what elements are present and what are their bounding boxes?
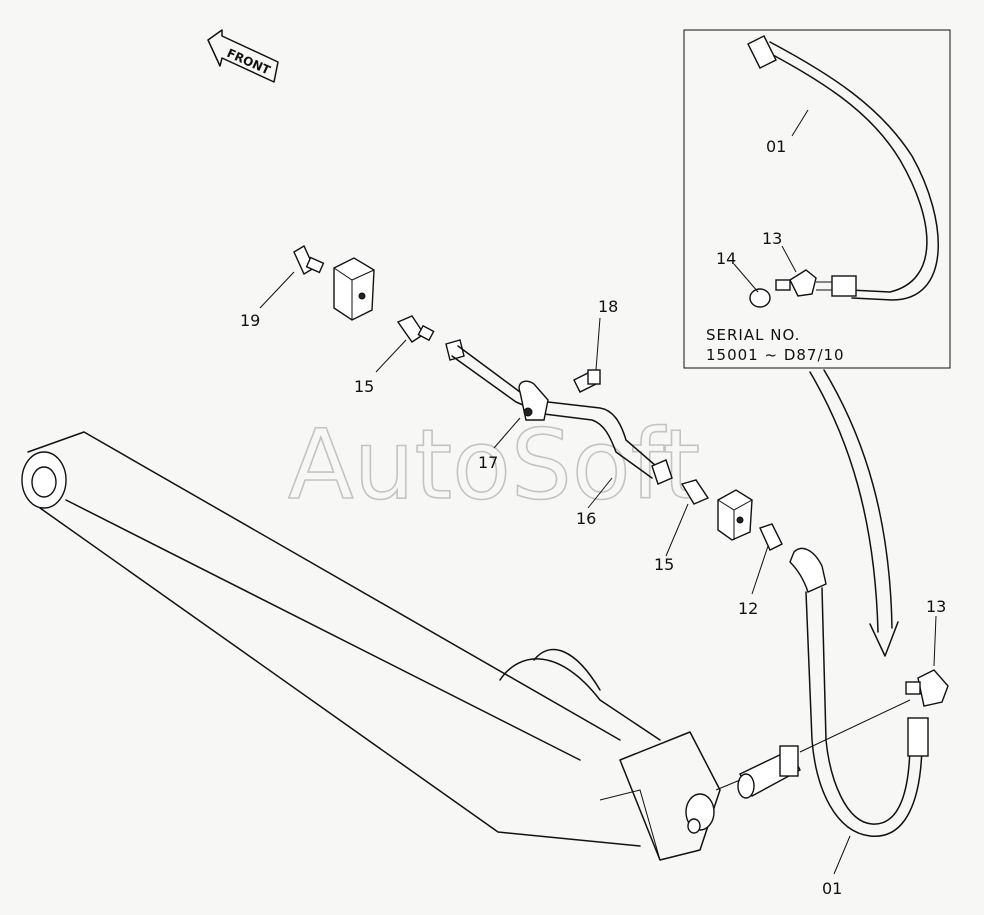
block-lower: [717, 489, 753, 541]
callout-19: 19: [240, 311, 260, 330]
callout-14: 14: [716, 249, 736, 268]
front-arrow: FRONT: [207, 29, 279, 83]
callout-12: 12: [738, 599, 758, 618]
inset-box: 01 13 14 SERIAL NO. 15001 ~ D87/10: [683, 29, 951, 369]
block-upper: [333, 257, 375, 321]
callout-17: 17: [478, 453, 498, 472]
inset-hose-fitting: [831, 275, 857, 297]
hose-01-elbow: [789, 547, 827, 593]
serial-line-1: SERIAL NO.: [706, 326, 800, 344]
serial-line-2: 15001 ~ D87/10: [706, 346, 845, 364]
inset-cap-14: [749, 288, 771, 308]
callout-13-main: 13: [926, 597, 946, 616]
watermark: AutoSoft: [288, 409, 700, 521]
front-arrow-label: FRONT: [225, 46, 273, 78]
reference-arrow: [809, 369, 899, 657]
callout-01-main: 01: [822, 879, 842, 898]
tube-assembly: [293, 244, 949, 837]
callout-15-upper: 15: [354, 377, 374, 396]
fitting-15-upper: [396, 315, 425, 343]
fitting-15-lower: [680, 479, 710, 505]
callout-16: 16: [576, 509, 596, 528]
hose-01-end: [907, 717, 929, 757]
leader-lines: [259, 271, 937, 875]
boom-arm: [21, 431, 721, 861]
callout-13-inset: 13: [762, 229, 782, 248]
fitting-12: [759, 523, 783, 551]
callout-18: 18: [598, 297, 618, 316]
inset-hose-end-fitting: [747, 35, 777, 69]
inset-elbow-13: [789, 269, 817, 297]
elbow-13-main: [917, 669, 949, 707]
inset-hose-01: [759, 47, 928, 293]
callout-01-inset: 01: [766, 137, 786, 156]
callout-15-lower: 15: [654, 555, 674, 574]
